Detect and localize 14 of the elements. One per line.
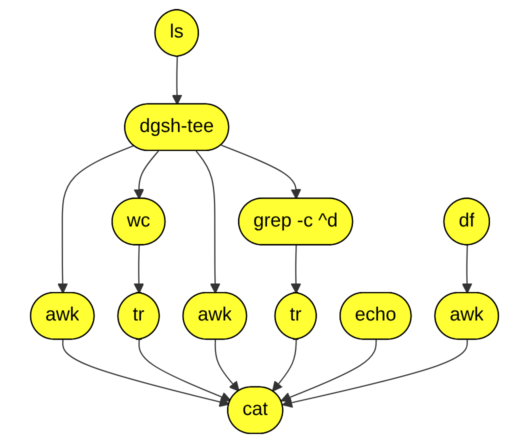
arrow — [280, 340, 376, 402]
arrow — [214, 340, 239, 392]
arrow — [138, 340, 231, 402]
arrow — [272, 340, 296, 392]
arrow — [171, 56, 182, 105]
arrow — [220, 144, 301, 200]
arrow — [133, 245, 144, 294]
arrow — [461, 245, 472, 294]
arrow — [195, 150, 220, 294]
arrow — [56, 145, 134, 294]
arrow — [133, 150, 158, 200]
arrow — [282, 340, 468, 408]
arrow — [62, 340, 230, 408]
arrow — [290, 245, 301, 294]
